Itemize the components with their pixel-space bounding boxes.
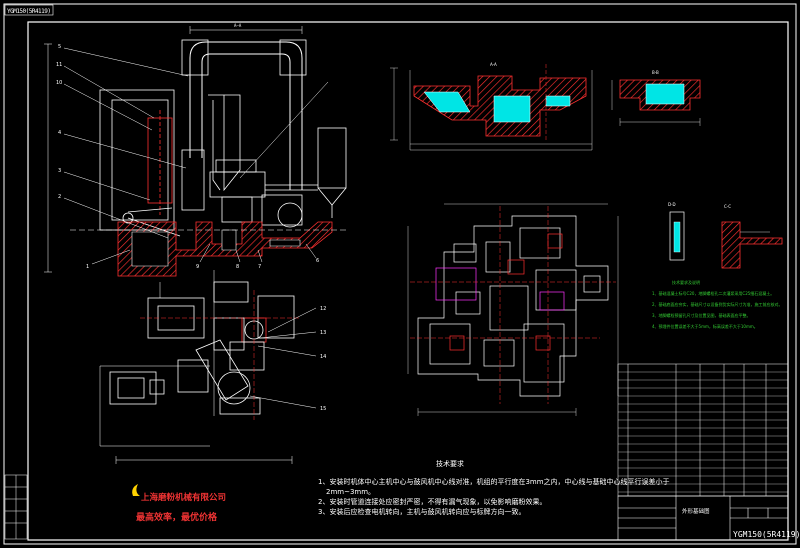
foundation-plan-centerlines xyxy=(410,206,616,404)
green-note-4: 4、预埋件位置误差不大于5mm，标高误差不大于10mm。 xyxy=(652,323,758,329)
note-3: 3、安装后应检查电机转向，主机与鼓风机转向应与标牌方向一致。 xyxy=(318,507,525,516)
green-notes: 技术要求及说明 1、基础混凝土标号C20，地脚螺栓孔二次灌浆采用C25细石混凝土… xyxy=(652,279,783,329)
callout-11: 11 xyxy=(56,62,62,68)
note-2: 2、安装时管道连接处应密封严密，不得有漏气现象，以免影响磨粉效果。 xyxy=(318,497,546,506)
green-note-2: 2、基础底面应夯实，基础尺寸以设备到货实际尺寸为准，施工前应核对。 xyxy=(652,301,783,307)
callout-2: 2 xyxy=(58,194,61,200)
dim-top-text: A—A xyxy=(234,23,242,28)
callout-15: 15 xyxy=(320,406,326,412)
section-a xyxy=(413,75,587,137)
leaders-bottom xyxy=(199,243,317,263)
section-label-d: D-D xyxy=(668,202,676,207)
callout-3: 3 xyxy=(58,168,61,174)
foundation-plan xyxy=(417,215,609,397)
section-b-dims xyxy=(611,80,701,126)
plan-view xyxy=(99,270,295,464)
plan-centerlines xyxy=(140,290,300,420)
callout-13: 13 xyxy=(320,330,326,336)
green-note-title: 技术要求及说明 xyxy=(672,279,700,285)
callout-8: 8 xyxy=(236,264,239,270)
foundation-plan-dims xyxy=(407,203,619,416)
foundation-hatch xyxy=(117,221,333,277)
section-label-b: B-B xyxy=(652,70,659,75)
callout-14: 14 xyxy=(320,354,326,360)
callout-12: 12 xyxy=(320,306,326,312)
section-label-a: A-A xyxy=(490,62,497,67)
company-slogan: 最高效率，最优价格 xyxy=(136,511,218,523)
section-c xyxy=(669,211,783,269)
plan-leaders xyxy=(249,307,317,409)
callout-7: 7 xyxy=(258,264,261,270)
parts-list xyxy=(617,363,789,497)
section-b xyxy=(619,79,701,111)
green-note-1: 1、基础混凝土标号C20，地脚螺栓孔二次灌浆采用C25细石混凝土。 xyxy=(652,290,774,296)
note-1: 1、安装时机体中心主机中心与鼓风机中心线对准，机组的平行度在3mm之内，中心线与… xyxy=(318,477,670,486)
green-note-3: 3、地脚螺栓预留孔尺寸及位置见图，基础表面应平整。 xyxy=(652,312,751,318)
outer-frame xyxy=(3,3,797,545)
leaders-left xyxy=(63,47,329,265)
title-block-name: 外形基础图 xyxy=(682,507,710,515)
company-logo: 上海磨粉机械有限公司 最高效率，最优价格 xyxy=(132,484,226,523)
callout-10: 10 xyxy=(56,80,62,86)
top-tab xyxy=(4,4,54,16)
callout-6: 6 xyxy=(316,258,319,264)
flame-icon xyxy=(132,484,140,496)
parts-list-rows xyxy=(618,371,788,493)
company-name: 上海磨粉机械有限公司 xyxy=(141,492,226,503)
main-elevation xyxy=(44,26,347,273)
top-tab-label: YGM150(5R4119) xyxy=(7,8,51,15)
section-label-c: C-C xyxy=(724,204,731,209)
section-a-dims xyxy=(390,67,593,151)
note-1-cont: 2mm~3mm。 xyxy=(326,488,375,496)
corner-label: YGM150(5R4119) xyxy=(733,530,800,539)
notes-title: 技术要求 xyxy=(436,459,464,468)
callout-1: 1 xyxy=(86,264,89,270)
callout-4: 4 xyxy=(58,130,61,136)
callout-9: 9 xyxy=(196,264,199,270)
foundation-plan-accent xyxy=(435,233,565,351)
inner-frame xyxy=(27,21,789,541)
callout-5: 5 xyxy=(58,44,61,50)
left-strip xyxy=(4,474,28,540)
title-block xyxy=(617,495,789,541)
